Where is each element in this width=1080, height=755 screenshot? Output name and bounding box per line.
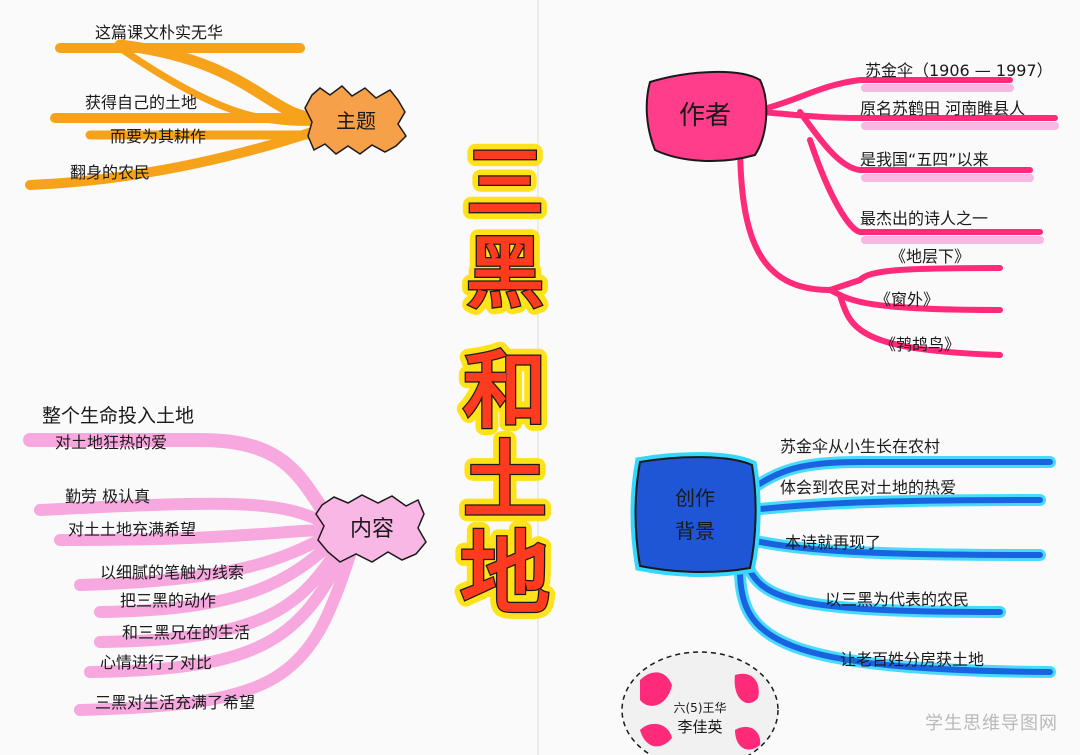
title-char: 三 <box>466 139 544 229</box>
title-char-glow: 和 <box>463 342 547 440</box>
author-item: 原名苏鹤田 河南睢县人 <box>860 99 1025 118</box>
signature-line2: 李佳英 <box>677 718 722 736</box>
background-label: 创作 <box>675 486 715 510</box>
content-branch-line <box>94 534 341 618</box>
author-node <box>645 70 768 162</box>
background-branch-line <box>747 459 1053 493</box>
background-branch-line <box>747 537 1043 558</box>
content-branch: 内容 整个生命投入土地 对土地狂热的爱 勤劳 极认真 对土土地充满希望 以细腻的… <box>23 405 427 716</box>
theme-node <box>304 85 407 155</box>
signature-decoration <box>735 726 761 750</box>
theme-item: 获得自己的土地 <box>85 93 197 112</box>
content-branch-line <box>94 539 346 648</box>
signature-decoration <box>640 672 672 706</box>
content-item: 勤劳 极认真 <box>65 487 150 506</box>
author-branch-line <box>837 292 1003 358</box>
title-char-glow: 黑 <box>466 229 544 319</box>
title-char-glow: 地 <box>460 522 550 627</box>
content-branch-line <box>54 524 336 546</box>
background-item: 本诗就再现了 <box>785 533 881 552</box>
background-branch-line <box>737 567 1053 675</box>
author-item: 是我国“五四”以来 <box>860 150 989 169</box>
theme-label: 主题 <box>336 109 376 133</box>
signature-decoration <box>734 673 759 704</box>
content-item: 三黑对生活充满了希望 <box>95 693 255 712</box>
author-item: 《窗外》 <box>875 290 939 309</box>
content-item: 对土地狂热的爱 <box>55 433 167 452</box>
content-branch-line <box>74 529 336 591</box>
content-branch-line <box>74 549 356 716</box>
signature-line1: 六(5)王华 <box>674 701 727 715</box>
background-branch-line <box>747 497 1043 513</box>
background-item: 以三黑为代表的农民 <box>825 590 969 609</box>
background-label: 背景 <box>675 519 715 543</box>
title-char-glow: 三 <box>466 139 544 229</box>
title-char: 地 <box>460 522 550 627</box>
theme-item: 而要为其耕作 <box>110 127 206 146</box>
title-char: 土 <box>463 432 547 530</box>
title-char-glow: 土 <box>463 432 547 530</box>
author-item: 最杰出的诗人之一 <box>860 209 988 228</box>
content-branch-line <box>23 433 337 527</box>
author-branch-line <box>797 109 1033 173</box>
background-item: 让老百姓分房获土地 <box>840 650 984 669</box>
theme-branch: 主题 这篇课文朴实无华 获得自己的土地 而要为其耕作 翻身的农民 <box>25 23 407 190</box>
content-item: 把三黑的动作 <box>120 591 216 610</box>
author-branch-line <box>757 109 1058 121</box>
author-label: 作者 <box>679 101 731 131</box>
author-branch-line <box>827 287 1003 313</box>
content-item: 以细腻的笔触为线索 <box>100 563 244 582</box>
content-item: 心情进行了对比 <box>100 653 212 672</box>
content-branch-line <box>84 544 351 678</box>
content-label: 内容 <box>350 517 394 542</box>
theme-branch-line <box>25 125 323 190</box>
content-item: 整个生命投入土地 <box>42 405 194 427</box>
background-branch-line <box>742 557 1003 615</box>
title-char: 和 <box>463 342 547 440</box>
content-branch-line <box>34 497 336 531</box>
title-char: 黑 <box>466 229 544 319</box>
author-branch-line <box>807 137 1043 235</box>
content-item: 和三黑兄在的生活 <box>122 623 250 642</box>
author-item: 《鹁鸪鸟》 <box>880 335 960 354</box>
signature-decoration <box>640 723 672 747</box>
background-item: 苏金伞从小生长在农村 <box>780 437 940 456</box>
signature-badge: 六(5)王华 李佳英 <box>621 651 779 755</box>
background-node <box>634 456 757 574</box>
author-branch-line <box>757 77 1013 113</box>
theme-item: 这篇课文朴实无华 <box>95 23 223 42</box>
author-item: 苏金伞（1906 — 1997） <box>865 61 1053 80</box>
content-node <box>315 494 427 563</box>
theme-item: 翻身的农民 <box>70 163 150 182</box>
watermark: 学生思维导图网 <box>925 713 1058 734</box>
background-branch: 创作 背景 苏金伞从小生长在农村 体会到农民对土地的热爱 本诗就再现了 以三黑为… <box>630 437 1056 678</box>
author-item: 《地层下》 <box>890 247 970 266</box>
background-item: 体会到农民对土地的热爱 <box>780 478 956 497</box>
author-branch: 作者 苏金伞（1906 — 1997） 原名苏鹤田 河南睢县人 是我国“五四”以… <box>645 61 1059 358</box>
content-item: 对土土地充满希望 <box>68 520 196 539</box>
